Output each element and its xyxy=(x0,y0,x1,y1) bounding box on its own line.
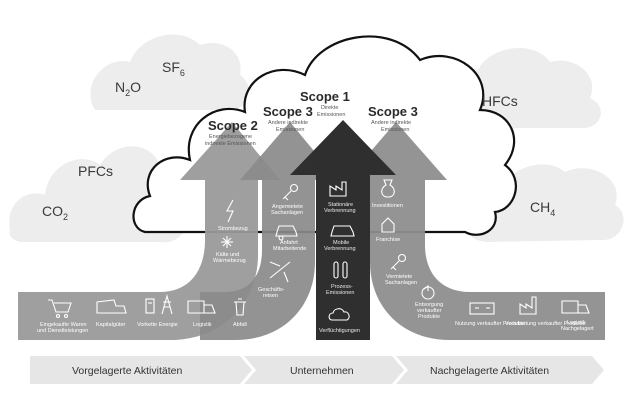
delivery-truck-icon xyxy=(187,300,216,314)
band-upstream xyxy=(30,356,252,384)
cloud-gas-icon xyxy=(328,308,350,321)
dump-truck-icon xyxy=(96,299,127,314)
scope3-right-sub2: Emissionen xyxy=(381,127,409,133)
house-icon xyxy=(381,217,395,233)
band-company-label: Unternehmen xyxy=(290,365,354,377)
scope1-items: Stationäre Verbrennung Mobile Verbrennun… xyxy=(319,181,360,334)
item-angemietet-2: Sachanlagen xyxy=(271,210,303,216)
item-prozess-1: Prozess- xyxy=(331,284,353,290)
scope1-sub2: Emissionen xyxy=(317,112,345,118)
upstream-items: Eingekaufte Waren und Dienstleistungen K… xyxy=(37,293,247,334)
item-stationaer-1: Stationäre xyxy=(328,202,353,208)
item-franchise: Franchise xyxy=(376,237,400,243)
item-verfluechtigungen: Verflüchtigungen xyxy=(319,328,360,334)
item-entsorgung-3: Produkte xyxy=(418,314,440,320)
scope2-sub2: indirekte Emissionen xyxy=(205,141,256,147)
item-anfahrt-2: Mitarbeitende xyxy=(273,246,306,252)
item-eingekaufte-2: und Dienstleistungen xyxy=(37,328,88,334)
item-stationaer-2: Verbrennung xyxy=(324,208,356,214)
item-geschaeft-2: reisen xyxy=(263,293,278,299)
lightning-icon xyxy=(226,199,234,223)
scope2-items: Strombezug Kälte und Wärmebezug xyxy=(213,199,248,264)
recycle-icon xyxy=(421,284,435,300)
scope3-left-items: Angemietete Sachanlagen Anfahrt Mitarbei… xyxy=(258,183,306,299)
scope1-title: Scope 1 xyxy=(300,89,350,104)
item-mobile-1: Mobile xyxy=(333,240,349,246)
scope3-left-sub1: Andere indirekte xyxy=(268,120,308,126)
item-vermietete-2: Sachanlagen xyxy=(385,280,417,286)
band-upstream-label: Vorgelagerte Aktivitäten xyxy=(72,365,182,377)
scope-headings: Scope 1 Direkte Emissionen Scope 2 Energ… xyxy=(205,89,418,147)
car-icon xyxy=(330,225,355,237)
battery-icon xyxy=(469,302,495,315)
activity-bands: Vorgelagerte Aktivitäten Unternehmen Nac… xyxy=(30,356,604,384)
item-eingekaufte-1: Eingekaufte Waren xyxy=(40,322,87,328)
item-kapitalgueter: Kapitalgüter xyxy=(96,322,126,328)
item-geschaeft-1: Geschäfts- xyxy=(258,287,285,293)
snowflake-icon xyxy=(221,236,233,248)
scope2-arrow xyxy=(18,122,280,340)
item-verarbeitung: Verarbeitung verkaufter Produkte xyxy=(505,321,586,327)
key-icon xyxy=(390,253,407,271)
scope1-sub1: Direkte xyxy=(321,105,338,111)
item-logistik-down-1: Logistik xyxy=(567,320,586,326)
item-kaelte-1: Kälte und xyxy=(216,252,239,258)
scope3-left-sub2: Emissionen xyxy=(276,127,304,133)
shopping-cart-icon xyxy=(48,299,72,319)
scope3-left-title: Scope 3 xyxy=(263,104,313,119)
item-vermietete-1: Vermietete xyxy=(386,274,412,280)
band-downstream-label: Nachgelagerte Aktivitäten xyxy=(430,365,549,377)
factory-icon xyxy=(329,181,347,197)
scope1-arrow xyxy=(290,120,396,340)
item-angemietet-1: Angemietete xyxy=(272,204,303,210)
gas-labels: SF6 N2O PFCs CO2 HFCs CH4 xyxy=(42,59,555,222)
gas-co2: CO2 xyxy=(42,203,68,222)
item-logistik-up: Logistik xyxy=(193,322,212,328)
power-pylon-icon xyxy=(161,293,173,315)
item-vorkette: Vorkette Energie xyxy=(137,322,178,328)
scope3-right-items: Investitionen Franchise Vermietete Sacha… xyxy=(372,179,443,320)
airplane-icon xyxy=(269,261,291,283)
item-entsorgung-1: Entsorgung xyxy=(415,302,443,308)
scope3-right-sub1: Andere indirekte xyxy=(371,120,411,126)
item-nutzung: Nutzung verkaufter Produkte xyxy=(455,321,525,327)
band-company xyxy=(244,356,404,384)
scope3-right-title: Scope 3 xyxy=(368,104,418,119)
delivery-truck-icon xyxy=(561,300,590,314)
fuel-pump-icon xyxy=(145,298,155,314)
item-mobile-2: Verbrennung xyxy=(324,246,356,252)
car-icon xyxy=(275,225,298,241)
scope2-sub1: Energiebezogene xyxy=(209,134,252,140)
item-investitionen: Investitionen xyxy=(372,203,403,209)
test-tubes-icon xyxy=(333,261,348,279)
band-downstream xyxy=(396,356,604,384)
item-anfahrt-1: Anfahrt xyxy=(280,240,298,246)
cloud-top-left xyxy=(90,34,249,110)
factory-icon xyxy=(519,296,537,315)
gas-n2o: N2O xyxy=(115,79,141,98)
item-strombezug: Strombezug xyxy=(218,226,248,232)
scope3-left-arrow xyxy=(200,122,338,340)
gas-sf6: SF6 xyxy=(162,59,185,78)
item-kaelte-2: Wärmebezug xyxy=(213,258,246,264)
scope2-title: Scope 2 xyxy=(208,118,258,133)
gas-pfcs: PFCs xyxy=(78,163,113,179)
item-prozess-2: Emissionen xyxy=(326,290,354,296)
key-icon xyxy=(282,183,299,201)
item-logistik-down-2: Nachgelagert xyxy=(561,326,594,332)
gas-hfcs: HFCs xyxy=(482,93,518,109)
item-abfall: Abfall xyxy=(233,322,247,328)
downstream-items: Nutzung verkaufter Produkte Verarbeitung… xyxy=(455,296,594,332)
scope3-right-arrow xyxy=(346,122,605,340)
gas-ch4: CH4 xyxy=(530,199,555,218)
money-bag-icon xyxy=(381,179,395,198)
trash-can-icon xyxy=(234,298,246,316)
item-entsorgung-2: verkaufter xyxy=(417,308,442,314)
